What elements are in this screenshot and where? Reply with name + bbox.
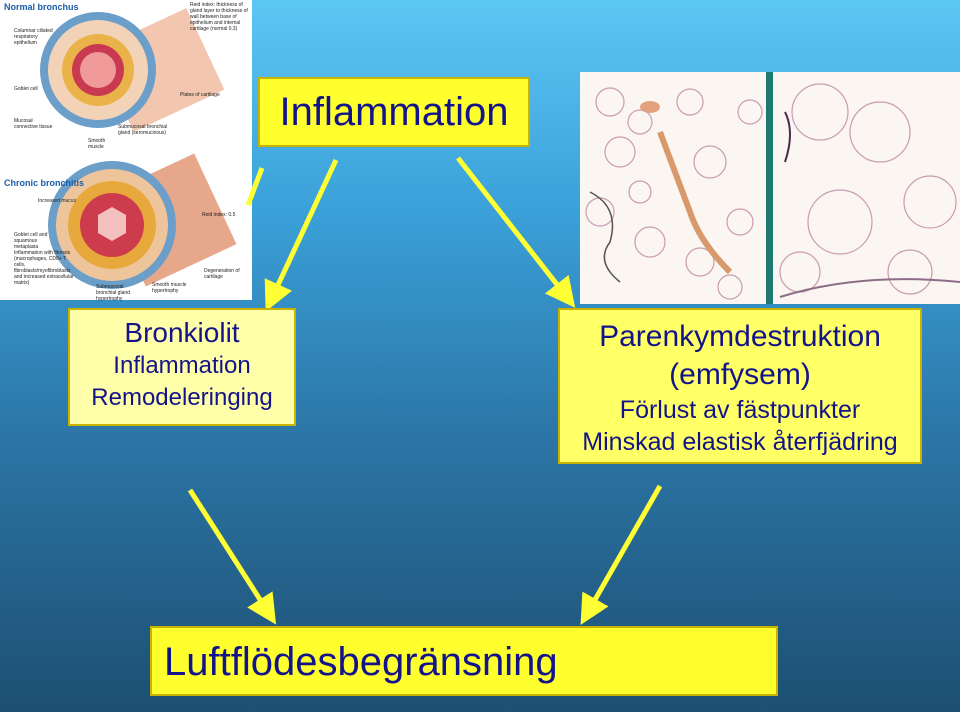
label-smooth-muscle: Smooth muscle	[88, 138, 106, 150]
label-goblet: Goblet cell	[14, 86, 38, 92]
inflammation-title: Inflammation	[279, 90, 509, 134]
label-cartilage-degeneration: Degeneration of cartilage	[204, 268, 240, 280]
label-epithelium: Columnar ciliated respiratory epithelium	[14, 28, 53, 46]
label-submucosal-gland: Submucosal bronchial gland (seromucinous…	[118, 124, 168, 136]
label-cartilage: Plates of cartilage	[180, 92, 220, 98]
arrow-bronkiolit-to-luftflode	[187, 488, 277, 625]
arrow-inflammation-to-parenkym	[456, 156, 576, 308]
bronchus-drawing	[40, 8, 237, 289]
histology-drawing	[585, 72, 960, 304]
arrow-parenkym-to-luftflode	[580, 484, 663, 626]
bronkiolit-box: Bronkiolit Inflammation Remodeleringing	[68, 308, 296, 426]
bronkiolit-line-1: Inflammation	[113, 352, 251, 379]
label-reid-normal: Reid index: thickness of gland layer to …	[190, 2, 248, 32]
parenkym-line-2: Förlust av fästpunkter	[619, 396, 861, 424]
bronkiolit-title: Bronkiolit	[124, 317, 240, 348]
normal-bronchus-heading: Normal bronchus	[4, 2, 79, 12]
label-gland-hypertrophy: Submucosal bronchial gland hypertrophy	[96, 284, 130, 302]
label-inflammation-fibrosis: Inflammation with fibrosis (macrophages,…	[14, 250, 74, 286]
label-mucosal: Mucosal connective tissue	[14, 118, 53, 130]
parenkym-line-3: Minskad elastisk återfjädring	[582, 428, 898, 456]
parenkym-line-1: (emfysem)	[669, 358, 811, 391]
label-muscle-hypertrophy: Smooth muscle hypertrophy	[152, 282, 187, 294]
parenkym-title: Parenkymdestruktion	[599, 320, 881, 353]
label-metaplasia: Goblet cell and squamous metaplasia	[14, 232, 48, 250]
luftflode-title: Luftflödesbegränsning	[164, 640, 558, 684]
bronkiolit-line-2: Remodeleringing	[91, 384, 273, 411]
chronic-bronchitis-heading: Chronic bronchitis	[4, 178, 85, 188]
luftflode-box: Luftflödesbegränsning	[150, 626, 778, 696]
label-increased-mucus: Increased mucus	[38, 198, 77, 204]
histology-divider	[766, 72, 773, 304]
bronchus-illustration: Normal bronchus Chronic bronchitis Reid …	[0, 0, 252, 302]
arrow-to-illustration	[245, 167, 265, 206]
inflammation-box: Inflammation	[258, 77, 530, 147]
parenkym-box: Parenkymdestruktion (emfysem) Förlust av…	[558, 308, 922, 464]
arrow-inflammation-to-bronkiolit	[264, 158, 339, 312]
label-reid-chronic: Reid index: 0.5	[202, 212, 236, 218]
lung-histology-image	[580, 72, 960, 304]
